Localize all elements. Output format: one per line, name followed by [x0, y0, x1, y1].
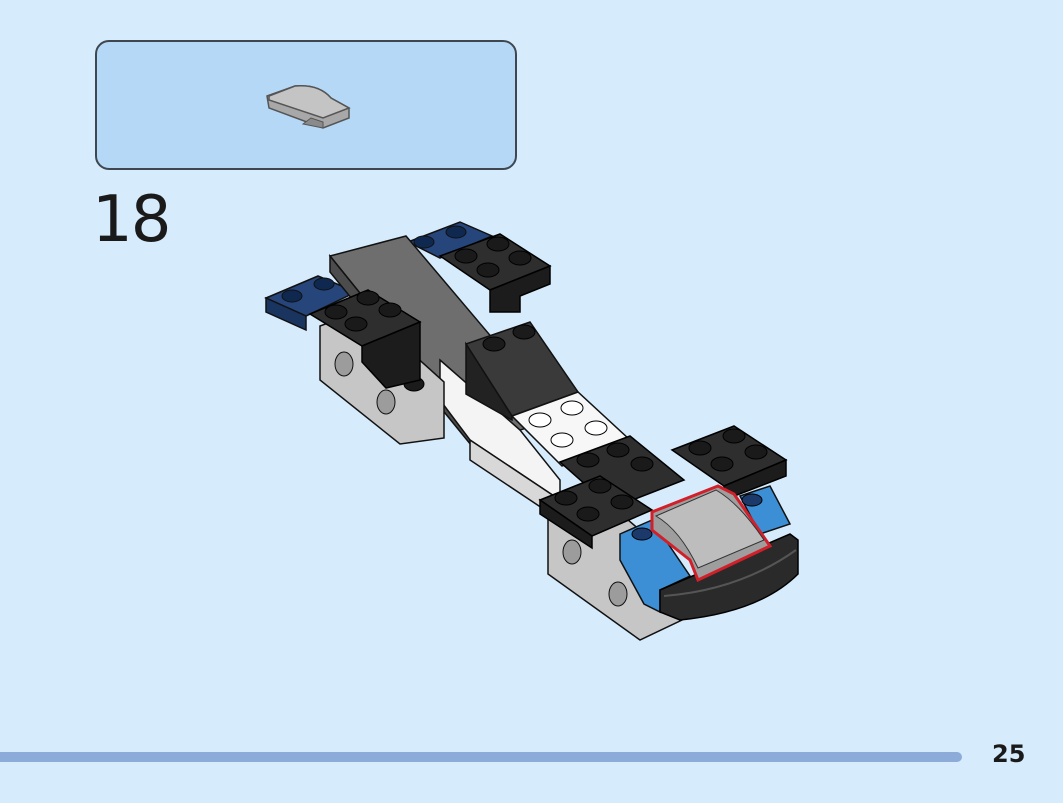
black-brick-back-left	[308, 289, 422, 389]
black-brick-front-left	[538, 475, 654, 550]
dark-blue-plate-right	[406, 221, 494, 259]
dark-blue-plate-left	[264, 275, 358, 332]
black-brick-back-right	[438, 233, 552, 313]
black-brick-front-right	[670, 425, 788, 502]
page-number: 25	[992, 740, 1026, 768]
parts-callout-art	[266, 85, 351, 129]
parts-callout-box	[95, 40, 517, 170]
new-part-highlight	[650, 484, 773, 583]
black-slope-center	[464, 321, 580, 422]
footer-progress-bar	[0, 752, 962, 762]
black-curved-front	[659, 533, 799, 621]
curved-slope-part-icon	[266, 85, 351, 129]
step-number: 18	[92, 183, 171, 257]
